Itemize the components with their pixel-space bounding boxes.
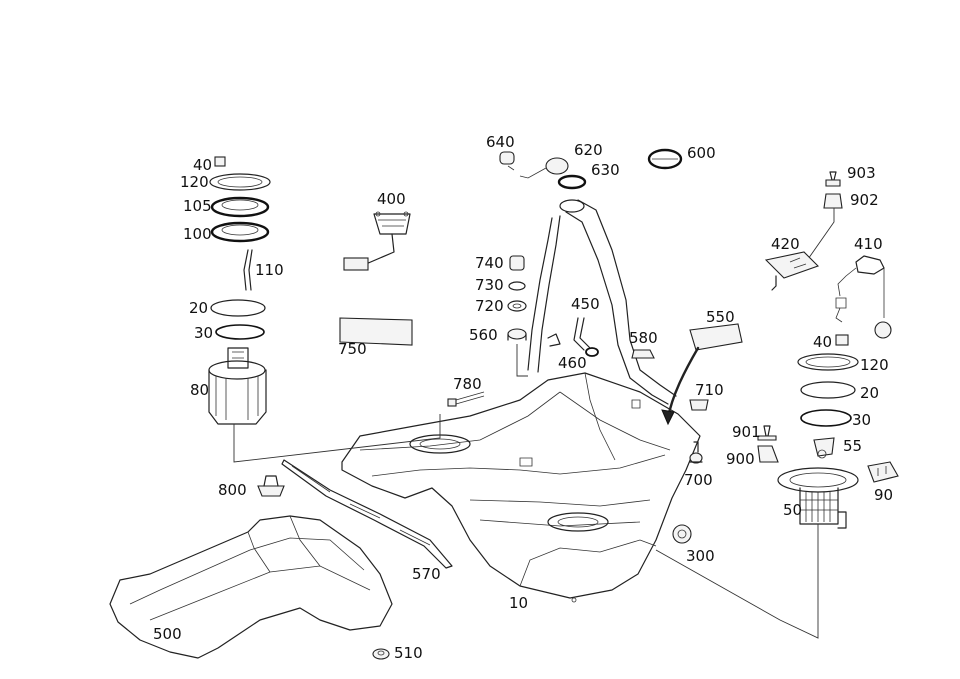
label-part-570: 570 [412,565,441,583]
leader-50-to-tank [655,524,819,639]
part-40-nut [214,156,226,167]
part-300-valve [672,524,692,544]
leader-560 [516,344,528,377]
part-120-ring [209,173,271,191]
leader-80-to-tank [233,414,441,463]
label-part-420: 420 [771,235,800,253]
label-part-903: 903 [847,164,876,182]
label-part-730: 730 [475,276,504,294]
label-part-740: 740 [475,254,504,272]
label-part-30: 30 [194,324,213,342]
label-part-80: 80 [190,381,209,399]
label-part-120b: 120 [860,356,889,374]
label-part-20: 20 [189,299,208,317]
part-460-clamp [585,347,599,357]
label-part-902: 902 [850,191,879,209]
part-900-plug [757,445,779,463]
label-part-50: 50 [783,501,802,519]
part-20-ring [210,299,266,317]
part-80-pump-module [208,347,267,425]
label-part-800: 800 [218,481,247,499]
part-55-filter [813,437,835,459]
part-450-hose [573,317,591,351]
label-part-720: 720 [475,297,504,315]
part-number-labels: 40 120 105 100 110 20 30 80 400 750 640 … [153,133,893,662]
label-part-40: 40 [193,156,212,174]
label-part-560: 560 [469,326,498,344]
part-105-seal [210,196,270,218]
part-700-valve [689,441,703,464]
part-903-cap [825,171,841,187]
part-800-mount [257,475,285,497]
part-600-clip [647,148,683,170]
part-90-bracket [867,461,899,483]
part-740-grommet [509,255,525,271]
label-part-400: 400 [377,190,406,208]
label-part-640: 640 [486,133,515,151]
part-640-cap [499,151,515,171]
label-part-580: 580 [629,329,658,347]
part-30-seal [215,324,265,340]
part-710-bumper [689,399,709,411]
part-720-washer [507,300,527,312]
part-40b-nut [835,334,849,346]
part-902-plug [823,193,843,209]
part-400-level-sender [343,211,411,271]
part-20b-ring [800,381,856,399]
part-750-pad [339,317,413,346]
label-part-700: 700 [684,471,713,489]
label-part-500: 500 [153,625,182,643]
part-901-cap [757,425,777,441]
label-part-600: 600 [687,144,716,162]
part-100-seal [210,221,270,243]
part-120b-ring [797,353,859,371]
label-part-620: 620 [574,141,603,159]
part-730-washer [508,281,526,291]
part-570-strap [281,459,453,569]
label-part-510: 510 [394,644,423,662]
label-part-550: 550 [706,308,735,326]
label-part-901: 901 [732,423,761,441]
label-part-10: 10 [509,594,528,612]
label-part-410: 410 [854,235,883,253]
label-part-20b: 20 [860,384,879,402]
label-part-630: 630 [591,161,620,179]
label-part-110: 110 [255,261,284,279]
part-550-pad [689,323,743,351]
left-pump-assembly [208,156,271,425]
label-part-450: 450 [571,295,600,313]
label-part-460: 460 [558,354,587,372]
label-part-55: 55 [843,437,862,455]
label-part-30b: 30 [852,411,871,429]
part-110-tube [243,249,253,291]
label-part-300: 300 [686,547,715,565]
part-510-clip [372,648,390,660]
label-part-40b: 40 [813,333,832,351]
part-410-harness [835,255,892,339]
label-part-90: 90 [874,486,893,504]
part-420-sensor [764,251,820,291]
label-part-710: 710 [695,381,724,399]
label-part-900: 900 [726,450,755,468]
label-part-750: 750 [338,340,367,358]
part-560-bumper [507,328,527,341]
part-780-hose [447,391,485,407]
part-500-heat-shield [109,515,393,659]
part-630-ring [557,174,587,190]
filler-neck [527,199,677,405]
label-part-105: 105 [183,197,212,215]
part-50-sender-unit [777,467,859,529]
label-part-120: 120 [180,173,209,191]
part-620-cap [519,157,569,179]
part-580-bracket [631,349,655,359]
part-30b-seal [800,409,852,427]
label-part-780: 780 [453,375,482,393]
leader-902 [805,208,835,263]
label-part-100: 100 [183,225,212,243]
fuel-tank [341,372,701,603]
